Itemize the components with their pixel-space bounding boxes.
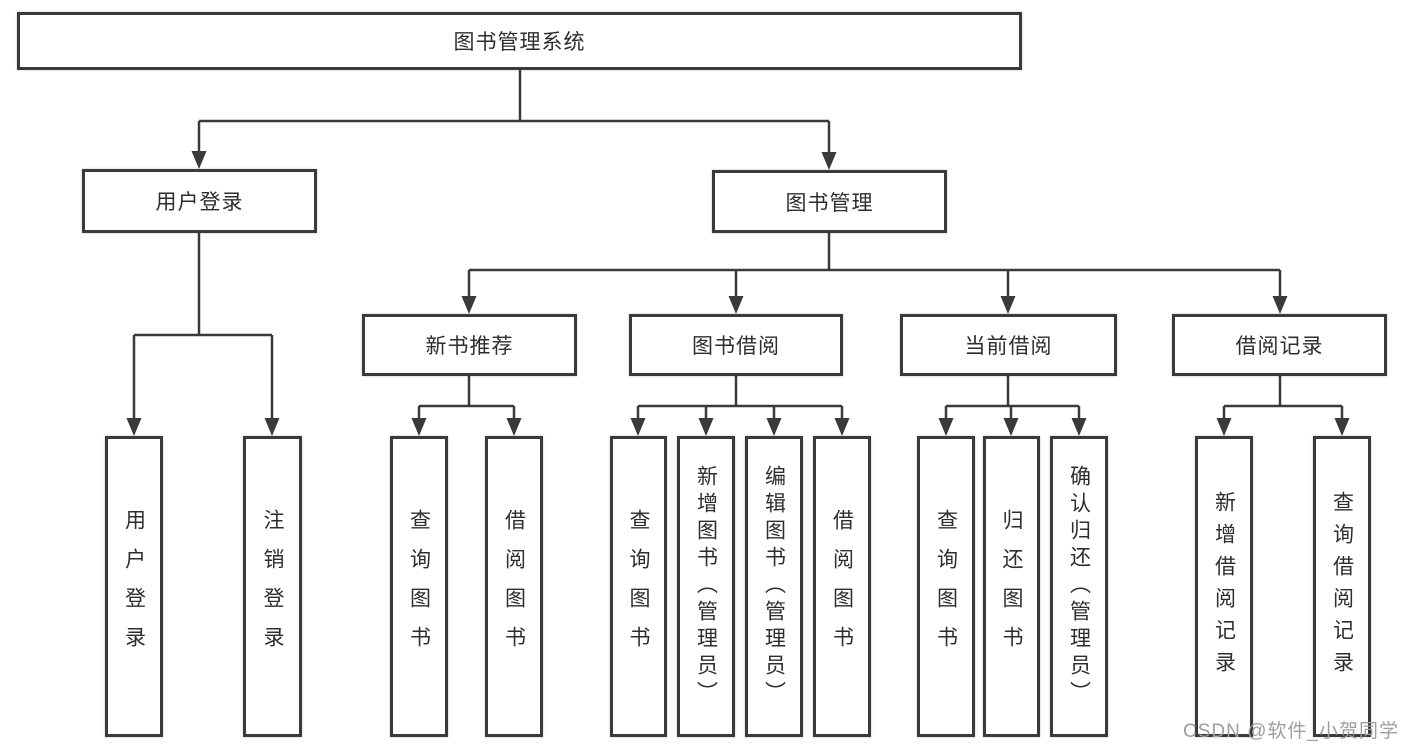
leaf-cb-return-books-label: 归还图书 xyxy=(1000,508,1023,665)
leaf-bb-edit-books-admin: 编辑图书（管理员） xyxy=(745,436,803,737)
leaf-cb-confirm-return-admin: 确认归还（管理员） xyxy=(1050,436,1108,737)
leaf-logout-label: 注销登录 xyxy=(261,508,284,665)
leaf-cb-return-books: 归还图书 xyxy=(983,436,1040,737)
leaf-logout: 注销登录 xyxy=(243,436,302,737)
leaf-bb-borrow-books-label: 借阅图书 xyxy=(830,508,854,665)
leaf-br-add-record-label: 新增借阅记录 xyxy=(1212,490,1236,683)
node-new-book-recommend-label: 新书推荐 xyxy=(425,335,514,358)
leaf-bb-borrow-books: 借阅图书 xyxy=(813,436,871,737)
node-current-borrow-label: 当前借阅 xyxy=(964,335,1053,358)
node-book-management-label: 图书管理 xyxy=(785,191,874,215)
leaf-user-login: 用户登录 xyxy=(105,436,163,737)
leaf-nb-borrow-books: 借阅图书 xyxy=(485,436,543,737)
leaf-br-add-record: 新增借阅记录 xyxy=(1195,436,1253,737)
node-book-management: 图书管理 xyxy=(712,170,947,233)
node-root-label: 图书管理系统 xyxy=(453,31,586,54)
csdn-watermark: CSDN @软件_小贺同学 xyxy=(1183,721,1399,742)
node-root: 图书管理系统 xyxy=(17,12,1022,70)
leaf-cb-confirm-return-admin-label: 确认归还（管理员） xyxy=(1067,465,1091,708)
leaf-br-query-record-label: 查询借阅记录 xyxy=(1330,490,1354,683)
leaf-nb-borrow-books-label: 借阅图书 xyxy=(502,508,526,665)
leaf-nb-query-books: 查询图书 xyxy=(390,436,448,737)
leaf-user-login-label: 用户登录 xyxy=(122,508,146,665)
leaf-cb-query-books-label: 查询图书 xyxy=(934,508,958,665)
leaf-br-query-record: 查询借阅记录 xyxy=(1313,436,1371,737)
node-borrow-records-label: 借阅记录 xyxy=(1235,335,1324,358)
node-user-login-label: 用户登录 xyxy=(155,191,244,214)
leaf-bb-add-books-admin: 新增图书（管理员） xyxy=(677,436,735,737)
node-book-borrow: 图书借阅 xyxy=(629,314,843,376)
node-current-borrow: 当前借阅 xyxy=(900,314,1117,376)
node-borrow-records: 借阅记录 xyxy=(1172,314,1387,376)
connector-path xyxy=(132,70,1344,422)
leaf-bb-edit-books-admin-label: 编辑图书（管理员） xyxy=(762,465,786,708)
leaf-bb-query-books-label: 查询图书 xyxy=(627,508,650,665)
node-new-book-recommend: 新书推荐 xyxy=(362,314,577,376)
leaf-bb-query-books: 查询图书 xyxy=(610,436,667,737)
leaf-nb-query-books-label: 查询图书 xyxy=(407,508,431,665)
node-book-borrow-label: 图书借阅 xyxy=(692,335,780,358)
leaf-cb-query-books: 查询图书 xyxy=(917,436,975,737)
leaf-bb-add-books-admin-label: 新增图书（管理员） xyxy=(694,465,718,708)
node-user-login: 用户登录 xyxy=(82,169,317,233)
